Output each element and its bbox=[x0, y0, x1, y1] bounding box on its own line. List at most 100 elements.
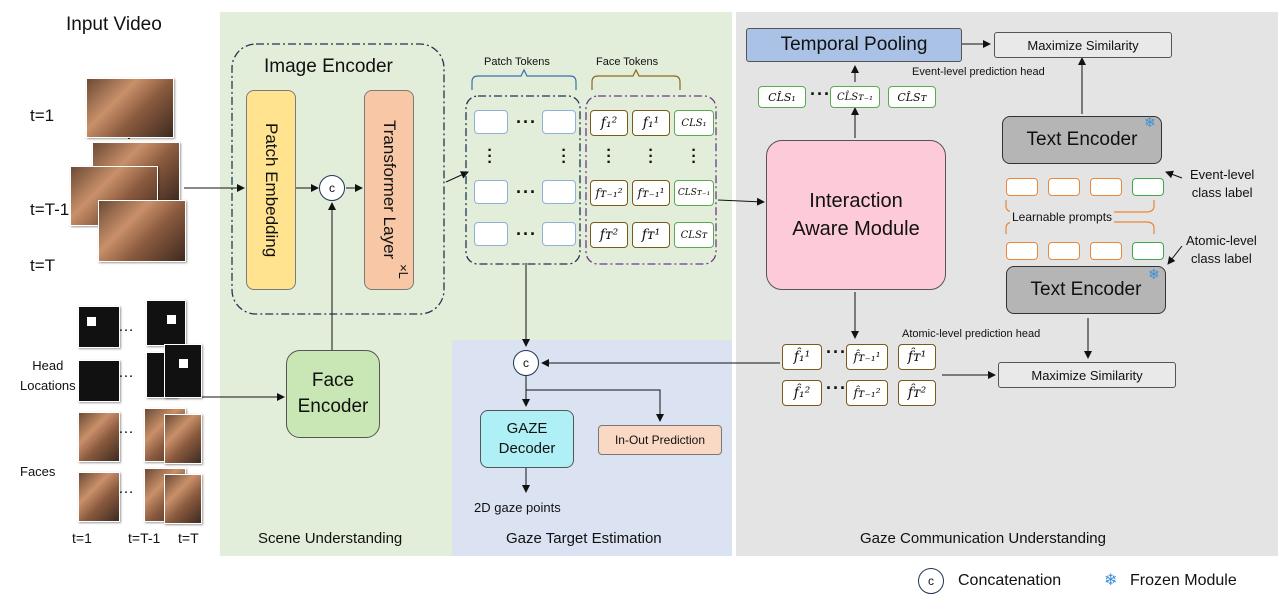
concat-node-scene: c bbox=[319, 175, 345, 201]
atomic-prompt-2 bbox=[1048, 242, 1080, 260]
head-mask-t1 bbox=[146, 300, 186, 346]
patch-token-dots-r2: ··· bbox=[516, 182, 537, 202]
cls-hat-T1: CL̂Sᴛ₋₁ bbox=[830, 86, 880, 108]
fhat-T1-2: f̂ᴛ₋₁² bbox=[846, 380, 888, 406]
event-class-token bbox=[1132, 178, 1164, 196]
cls-token-T1: CLSᴛ₋₁ bbox=[674, 180, 714, 206]
atomic-prompt-3 bbox=[1090, 242, 1122, 260]
face-tokens-label: Face Tokens bbox=[596, 56, 659, 68]
bottom-time-tT1: t=T-1 bbox=[128, 530, 161, 546]
gaze-decoder-label: GAZE Decoder bbox=[498, 420, 556, 457]
transformer-layer-label: Transformer Layer bbox=[380, 120, 399, 260]
head-mask-dots-1: … bbox=[118, 318, 134, 335]
faces-label: Faces bbox=[20, 464, 56, 479]
temporal-pooling-label: Temporal Pooling bbox=[780, 34, 928, 55]
time-label-tT: t=T bbox=[30, 256, 56, 275]
fhat-T-1: f̂ᴛ¹ bbox=[898, 344, 936, 370]
patch-token-r3c2 bbox=[542, 222, 576, 246]
legend-concat-label: Concatenation bbox=[958, 572, 1062, 589]
event-prompt-3 bbox=[1090, 178, 1122, 196]
patch-embedding-label: Patch Embedding bbox=[262, 122, 281, 258]
interaction-aware-module: Interaction Aware Module bbox=[766, 140, 946, 290]
patch-embedding-block: Patch Embedding bbox=[246, 90, 296, 290]
patch-token-vdots-r: ··· bbox=[561, 142, 567, 171]
maximize-similarity-bottom: Maximize Similarity bbox=[998, 362, 1176, 388]
in-out-prediction-block: In-Out Prediction bbox=[598, 425, 722, 455]
bottom-time-tT: t=T bbox=[178, 530, 199, 546]
legend-concat-symbol: c bbox=[918, 568, 944, 594]
cls-hat-dots: ··· bbox=[810, 84, 831, 104]
face-token-f1-1: f₁¹ bbox=[632, 110, 670, 136]
head-mask-1 bbox=[78, 306, 120, 348]
face-token-vdots-3: ··· bbox=[691, 142, 697, 171]
patch-token-r2c2 bbox=[542, 180, 576, 204]
patch-token-r1c1 bbox=[474, 110, 508, 134]
image-encoder-title: Image Encoder bbox=[264, 56, 393, 77]
maximize-similarity-top: Maximize Similarity bbox=[994, 32, 1172, 58]
interaction-aware-label: Interaction Aware Module bbox=[792, 190, 920, 240]
face-token-vdots-2: ··· bbox=[648, 142, 654, 171]
head-mask-dots-2: … bbox=[118, 364, 134, 381]
patch-token-r1c2 bbox=[542, 110, 576, 134]
atomic-class-token bbox=[1132, 242, 1164, 260]
snowflake-icon: ❄ bbox=[1104, 572, 1118, 589]
fhat-dots-row2: ··· bbox=[826, 378, 847, 398]
maximize-similarity-top-label: Maximize Similarity bbox=[1027, 37, 1139, 53]
event-class-label: Event-level class label bbox=[1190, 167, 1255, 200]
face-token-fT1-1: fᴛ₋₁¹ bbox=[632, 180, 670, 206]
learnable-prompts-label: Learnable prompts bbox=[1010, 210, 1115, 224]
gaze-target-footer: Gaze Target Estimation bbox=[506, 530, 662, 547]
time-label-tT1: t=T-1 bbox=[30, 200, 70, 219]
cls-token-1: CLS₁ bbox=[674, 110, 714, 136]
face-encoder-label: Face Encoder bbox=[297, 370, 369, 417]
fhat-dots-row1: ··· bbox=[826, 342, 847, 362]
fhat-T-2: f̂ᴛ² bbox=[898, 380, 936, 406]
face-crop-1 bbox=[78, 412, 120, 462]
face-token-fT-2: fᴛ² bbox=[590, 222, 628, 248]
frozen-icon-bottom: ❄ bbox=[1148, 266, 1160, 282]
face-token-f1-2: f₁² bbox=[590, 110, 628, 136]
gaze-decoder-block: GAZE Decoder bbox=[480, 410, 574, 468]
video-frame-t bbox=[98, 200, 186, 262]
atomic-prompt-1 bbox=[1006, 242, 1038, 260]
patch-token-r2c1 bbox=[474, 180, 508, 204]
in-out-prediction-label: In-Out Prediction bbox=[614, 433, 706, 447]
scene-understanding-footer: Scene Understanding bbox=[258, 530, 403, 547]
face-crop-t-b bbox=[164, 474, 202, 524]
atomic-head-label: Atomic-level prediction head bbox=[902, 328, 1041, 340]
atomic-class-label: Atomic-level class label bbox=[1186, 233, 1257, 266]
gaze-points-label: 2D gaze points bbox=[474, 500, 561, 515]
face-crop-dots-2: … bbox=[118, 480, 134, 497]
temporal-pooling-block: Temporal Pooling bbox=[746, 28, 962, 62]
cls-hat-T: CL̂Sᴛ bbox=[888, 86, 936, 108]
concat-node-gaze: c bbox=[513, 350, 539, 376]
frozen-icon-top: ❄ bbox=[1144, 114, 1156, 130]
text-encoder-bottom: Text Encoder bbox=[1006, 266, 1166, 314]
head-mask-t bbox=[164, 344, 202, 398]
patch-token-dots-r3: ··· bbox=[516, 224, 537, 244]
fhat-T1-1: f̂ᴛ₋₁¹ bbox=[846, 344, 888, 370]
fhat-1-2: f̂₁² bbox=[782, 380, 822, 406]
face-crop-2 bbox=[78, 472, 120, 522]
patch-token-vdots-l: ··· bbox=[487, 142, 493, 171]
face-crop-t bbox=[164, 414, 202, 464]
text-encoder-top: Text Encoder bbox=[1002, 116, 1162, 164]
legend-frozen-label: Frozen Module bbox=[1130, 572, 1237, 589]
input-video-label: Input Video bbox=[66, 14, 162, 35]
patch-tokens-label: Patch Tokens bbox=[484, 56, 550, 68]
cls-hat-1: CL̂S₁ bbox=[758, 86, 806, 108]
fhat-1-1: f̂₁¹ bbox=[782, 344, 822, 370]
patch-token-dots-r1: ··· bbox=[516, 112, 537, 132]
maximize-similarity-bottom-label: Maximize Similarity bbox=[1031, 367, 1143, 383]
transformer-layer-block: Transformer Layer bbox=[364, 90, 414, 290]
event-head-label: Event-level prediction head bbox=[912, 66, 1045, 78]
face-crop-dots-1: … bbox=[118, 420, 134, 437]
bottom-time-t1: t=1 bbox=[72, 530, 92, 546]
text-encoder-bottom-label: Text Encoder bbox=[1030, 279, 1142, 300]
face-encoder-block: Face Encoder bbox=[286, 350, 380, 438]
face-token-fT-1: fᴛ¹ bbox=[632, 222, 670, 248]
patch-token-r3c1 bbox=[474, 222, 508, 246]
event-prompt-1 bbox=[1006, 178, 1038, 196]
gaze-communication-footer: Gaze Communication Understanding bbox=[860, 530, 1106, 547]
